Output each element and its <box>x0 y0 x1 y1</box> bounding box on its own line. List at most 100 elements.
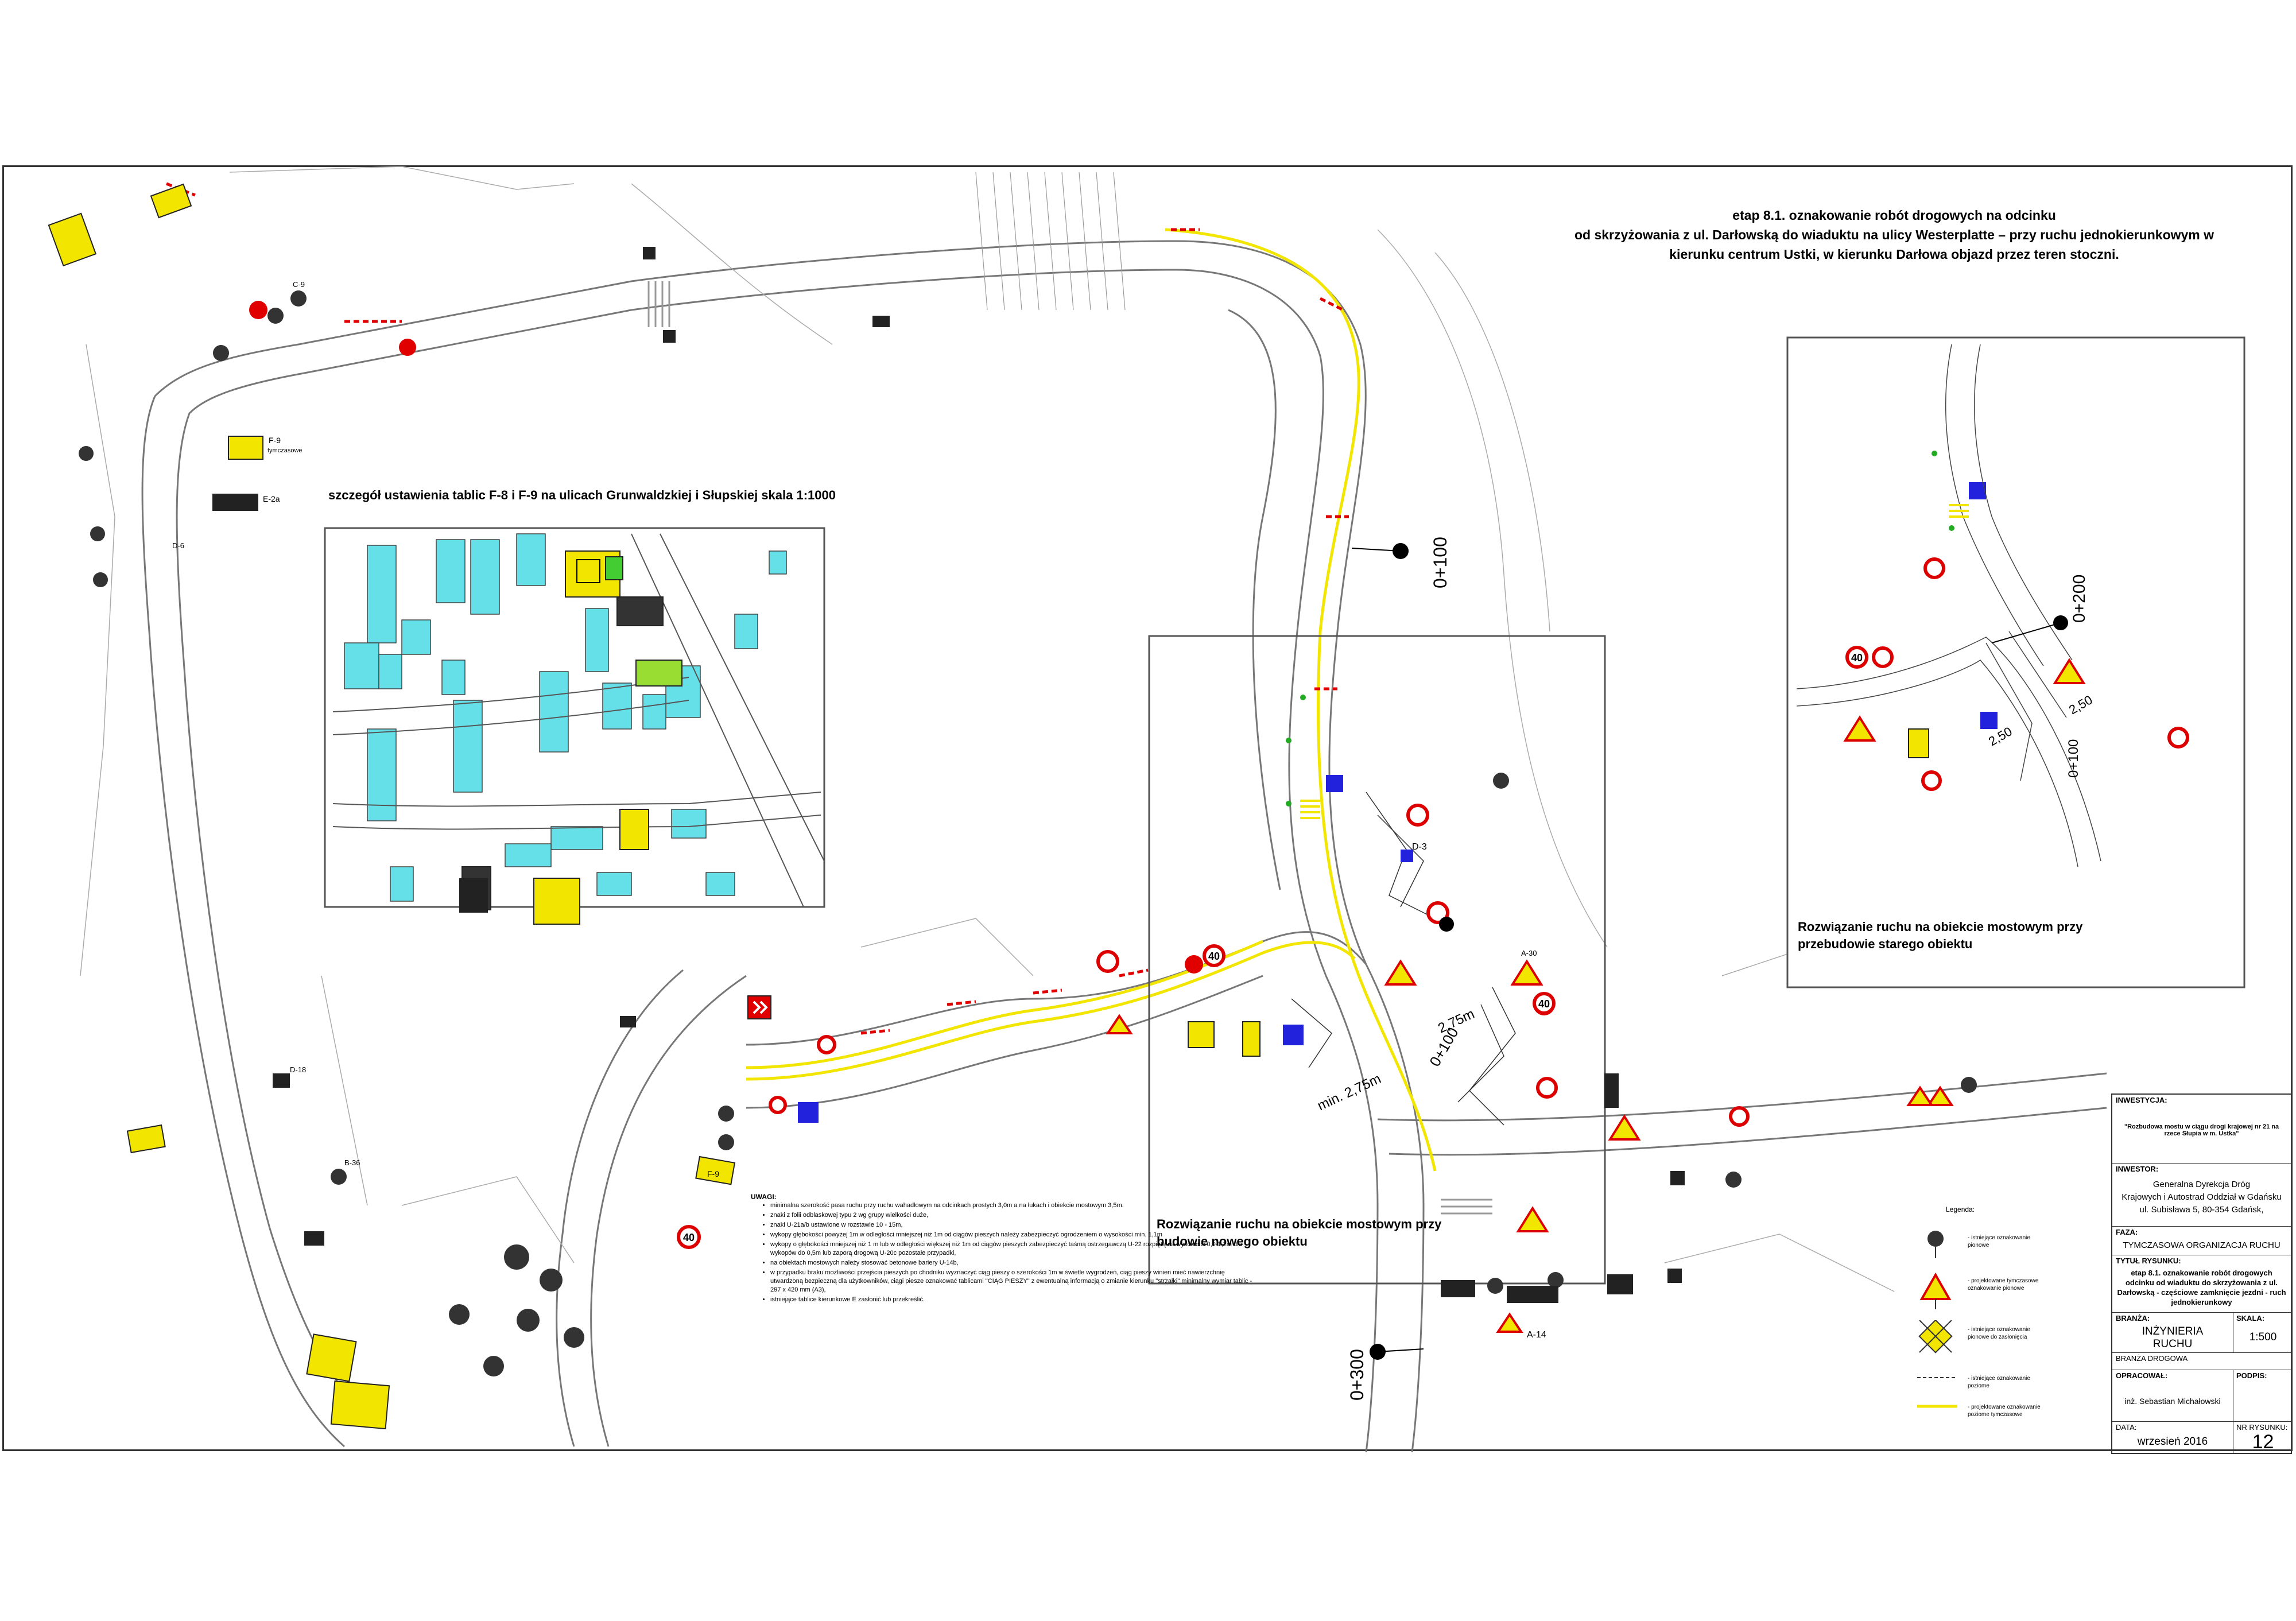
drawing-title: etap 8.1. oznakowanie robót drogowych na… <box>1550 205 2239 264</box>
detail-center-caption-line-1: Rozwiązanie ruchu na obiekcie mostowym p… <box>1157 1217 1442 1231</box>
legend-item-existing-horizontal: - istniejące oznakowanie poziome <box>1911 1369 2107 1409</box>
label-d3: D-3 <box>1412 842 1427 852</box>
label-f9b: F-9 <box>707 1169 719 1178</box>
title-line-1: etap 8.1. oznakowanie robót drogowych na… <box>1732 208 2056 223</box>
detail-center-blue-boxes <box>798 482 1998 1123</box>
label-f9: F-9 <box>269 436 281 445</box>
speed-sign-2: 40 <box>1538 998 1550 1010</box>
speed-limit-signs: 40 40 40 40 <box>677 646 1868 1249</box>
detail-left-signs <box>461 550 682 925</box>
chainage-main-100: 0+100 <box>1430 537 1450 588</box>
road-edges <box>141 240 2107 1453</box>
note-item: wykopy o głębokości mniejszej niż 1 m lu… <box>770 1240 1256 1258</box>
legend-text: - projektowane tymczasowe oznakowanie pi… <box>1968 1278 2039 1292</box>
rail-hatching <box>975 172 1126 311</box>
tb-branza-value: INŻYNIERIA RUCHU <box>2142 1325 2204 1350</box>
tb-tytul-value: etap 8.1. oznakowanie robót drogowych od… <box>2117 1269 2286 1306</box>
tb-inwestor-line-3: ul. Subisława 5, 80-354 Gdańsk, <box>2139 1205 2264 1215</box>
chainage-main-300: 0+300 <box>1347 1349 1367 1401</box>
speed-sign-1: 40 <box>1208 951 1220 962</box>
tb-skala-label: SKALA: <box>2236 1314 2265 1323</box>
tb-branza-drogowa-label: BRANŻA DROGOWA <box>2116 1354 2188 1363</box>
tb-branza-drogowa: BRANŻA DROGOWA <box>2112 1353 2291 1370</box>
label-a30: A-30 <box>1521 949 1537 957</box>
tb-skala-value: 1:500 <box>2249 1331 2277 1343</box>
signal-lights <box>249 301 1203 974</box>
detail-right-caption-line-2: przebudowie starego obiektu <box>1798 937 1973 951</box>
tb-skala-cell: SKALA: 1:500 <box>2233 1313 2293 1353</box>
speed-sign-3: 40 <box>683 1232 695 1243</box>
tb-opracowal-value: inż. Sebastian Michałowski <box>2124 1397 2221 1406</box>
drawing-frame <box>2 165 2293 1451</box>
tb-inwestor-label: INWESTOR: <box>2116 1165 2159 1173</box>
note-item: znaki z folii odblaskowej typu 2 wg grup… <box>770 1211 1256 1220</box>
legend-item-temporary-horizontal: - projektowane oznakowanie poziome tymcz… <box>1911 1398 2107 1438</box>
temporary-marking-icon <box>1917 1405 1957 1408</box>
existing-marking-icon <box>1917 1377 1957 1378</box>
notes-heading: UWAGI: <box>751 1193 777 1201</box>
label-c9: C-9 <box>293 280 305 289</box>
yellow-crossing <box>1300 504 1969 819</box>
notes-list: minimalna szerokość pasa ruchu przy ruch… <box>751 1201 1256 1304</box>
chevron-sign <box>747 995 771 1019</box>
tb-inwestor-line-1: Generalna Dyrekcja Dróg <box>2152 1180 2251 1189</box>
label-d6: D-6 <box>172 541 184 550</box>
note-item: minimalna szerokość pasa ruchu przy ruch… <box>770 1201 1256 1210</box>
legend-text: - istniejące oznakowanie poziome <box>1968 1375 2030 1389</box>
chainage-right-200: 0+200 <box>2070 575 2089 623</box>
tb-data-value: wrzesień 2016 <box>2137 1436 2208 1448</box>
title-line-2: od skrzyżowania z ul. Darłowską do wiadu… <box>1574 227 2214 242</box>
note-item: wykopy głębokości powyżej 1m w odległośc… <box>770 1231 1256 1239</box>
legend-text: - projektowane oznakowanie poziome tymcz… <box>1968 1404 2041 1418</box>
tb-inwestycja-label: INWESTYCJA: <box>2116 1096 2167 1104</box>
chainage-markers <box>1351 543 2068 1360</box>
tb-branza: BRANŻA: INŻYNIERIA RUCHU SKALA: 1:500 <box>2112 1313 2291 1353</box>
detail-right-caption-line-1: Rozwiązanie ruchu na obiekcie mostowym p… <box>1798 920 2083 934</box>
chainage-right-100: 0+100 <box>2066 739 2081 778</box>
detail-center-frame <box>1148 635 1606 1285</box>
tb-tytul: TYTUŁ RYSUNKU: etap 8.1. oznakowanie rob… <box>2112 1255 2291 1313</box>
tb-inwestycja-value: "Rozbudowa mostu w ciągu drogi krajowej … <box>2124 1123 2279 1137</box>
temporary-sign-boards <box>48 183 1929 1430</box>
warning-triangles <box>1106 658 2086 1333</box>
tb-opracowal-label: OPRACOWAŁ: <box>2116 1371 2168 1380</box>
label-tymczasowe: tymczasowe <box>267 447 302 454</box>
label-b36: B-36 <box>344 1158 360 1167</box>
note-item: w przypadku braku możliwości przejścia p… <box>770 1269 1256 1294</box>
legend-text: - istniejące oznakowanie pionowe do zasł… <box>1968 1327 2030 1340</box>
label-e2a: E-2a <box>263 494 280 503</box>
legend-item-temporary-vertical: - projektowane tymczasowe oznakowanie pi… <box>1911 1271 2107 1312</box>
green-markers <box>1286 451 1954 806</box>
detail-left-buildings <box>344 533 787 902</box>
speed-sign-4: 40 <box>1851 652 1863 664</box>
title-block: INWESTYCJA: "Rozbudowa mostu w ciągu dro… <box>2111 1093 2292 1454</box>
legend-text: - istniejące oznakowanie pionowe <box>1968 1235 2030 1248</box>
tb-data-label: DATA: <box>2116 1423 2137 1432</box>
tb-branza-label: BRANŻA: <box>2116 1314 2150 1323</box>
existing-sign-icon <box>1927 1231 1944 1258</box>
note-item: istniejące tablice kierunkowe E zasłonić… <box>770 1296 1256 1304</box>
tb-opracowal-cell: OPRACOWAŁ: inż. Sebastian Michałowski <box>2112 1370 2233 1422</box>
detail-center-caption: Rozwiązanie ruchu na obiekcie mostowym p… <box>1157 1216 1441 1250</box>
crosswalk <box>647 281 1492 1215</box>
tb-nr-value: 12 <box>2252 1431 2274 1453</box>
tb-tytul-label: TYTUŁ RYSUNKU: <box>2116 1257 2181 1265</box>
tb-nr-label: NR RYSUNKU: <box>2236 1423 2288 1432</box>
tb-inwestor-value: Generalna Dyrekcja Dróg Krajowych i Auto… <box>2112 1178 2291 1216</box>
warning-triangle-icon <box>1919 1272 1952 1309</box>
dim-min-275: min. 2,75m <box>1315 1071 1383 1114</box>
tb-inwestycja: INWESTYCJA: "Rozbudowa mostu w ciągu dro… <box>2112 1095 2291 1164</box>
tb-branza-cell: BRANŻA: INŻYNIERIA RUCHU <box>2112 1313 2233 1353</box>
tb-nr-cell: NR RYSUNKU: 12 <box>2233 1422 2293 1454</box>
tb-data-cell: DATA: wrzesień 2016 <box>2112 1422 2233 1454</box>
existing-sign-markers <box>79 290 1977 1376</box>
tb-faza-label: FAZA: <box>2116 1228 2138 1236</box>
tb-inwestor-line-2: Krajowych i Autostrad Oddział w Gdańsku <box>2122 1192 2282 1202</box>
detail-center-caption-line-2: budowie nowego obiektu <box>1157 1234 1308 1248</box>
tb-podpis-label: PODPIS: <box>2236 1371 2267 1380</box>
tb-faza: FAZA: TYMCZASOWA ORGANIZACJA RUCHU <box>2112 1227 2291 1255</box>
detail-center-structures <box>1291 792 1516 1126</box>
legend-item-existing-vertical: - istniejące oznakowanie pionowe <box>1911 1228 2107 1269</box>
tb-inwestor: INWESTOR: Generalna Dyrekcja Dróg Krajow… <box>2112 1164 2291 1227</box>
